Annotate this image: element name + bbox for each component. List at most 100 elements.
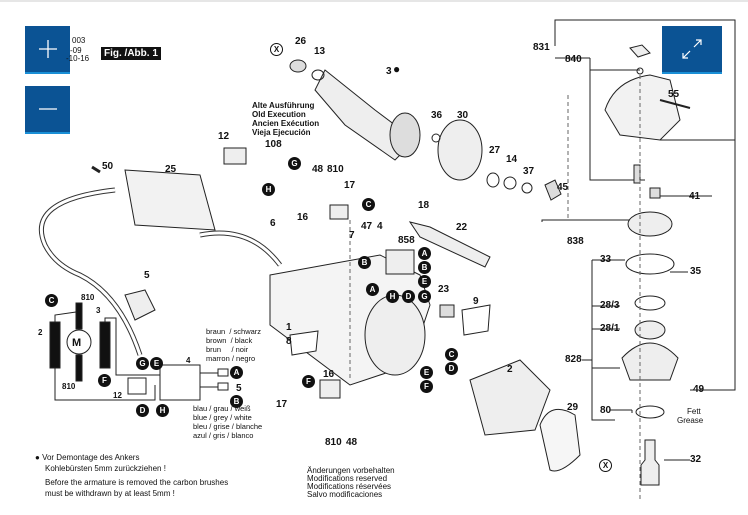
schematic-label: 12 [113,391,122,400]
part-label: 41 [689,191,701,202]
part-14 [503,176,517,190]
connector-badge-f: F [302,375,315,388]
part-label: 3 [386,66,392,77]
wire-color-top: brun / noir [206,345,249,354]
part-label: 36 [431,110,443,121]
zoom-in-button[interactable] [25,26,70,74]
part-50 [91,165,101,174]
part-label: 810 [325,437,342,448]
modifications-de: Änderungen vorbehalten [307,466,395,475]
part-label: 48 [312,164,324,175]
wire-color-bottom: blau / grau / weiß [193,404,251,413]
leader-828-bracket [591,260,615,421]
part-label: 1 [286,322,292,333]
part-label: 828 [565,354,582,365]
part-label: 29 [567,402,579,413]
part-label: 35 [690,266,702,277]
part-label: 12 [218,131,230,142]
minus-icon [38,108,57,110]
part-32 [640,439,660,486]
connector-badge-h: H [262,183,275,196]
part-label: 16 [323,369,335,380]
wire-color-bottom: blue / grey / white [193,413,252,422]
connector-badge-d: D [445,362,458,375]
expand-arrows-icon [682,39,702,59]
part-spring [636,67,644,75]
old-execution-en: Old Execution [252,110,306,119]
schematic-badge-g: G [136,357,149,370]
expand-fullscreen-button[interactable] [662,26,722,74]
part-label: 831 [533,42,550,53]
brush-warning-en-1: Before the armature is removed the carbo… [45,478,229,487]
part-28-3 [634,295,666,311]
brush-warning-bullet: ● [393,62,401,76]
part-label: 16 [297,212,309,223]
connector-badge-b: B [418,261,431,274]
part-label: 840 [565,54,582,65]
part-13 [311,69,325,81]
leader-840-bracket [589,58,645,181]
schematic-label: 4 [186,356,191,365]
part-label: 17 [344,180,356,191]
part-80 [635,405,665,419]
part-16 [319,379,341,399]
part-23 [439,304,455,318]
part-label: 32 [690,454,702,465]
connector-badge-x: X [270,43,283,56]
brush-warning-de-2: Kohlebürsten 5mm zurückziehen ! [45,464,166,473]
part-35 [625,253,675,275]
wire-color-top: marron / negro [206,354,256,363]
part-label: 22 [456,222,468,233]
part-label: 28/1 [600,323,620,334]
part-12 [223,147,247,165]
old-execution-es: Vieja Ejecución [252,128,311,137]
part-4-switch [385,249,415,275]
part-label: 7 [349,230,355,241]
part-label: 26 [295,36,307,47]
part-8 [289,330,319,356]
part-label: 858 [398,235,415,246]
part-26 [289,59,307,73]
old-execution-fr: Ancien Exécution [252,119,320,128]
part-label: 80 [600,405,612,416]
part-9 [461,304,491,336]
modifications-fr: Modifications réservées [307,482,392,491]
plus-icon [38,40,57,58]
doc-date-2: -10-16 [66,54,90,63]
old-execution-de: Alte Ausführung [252,101,315,110]
schematic-badge-a: A [230,366,243,379]
part-27 [486,172,500,188]
part-36 [431,133,441,143]
part-22 [408,221,491,268]
schematic-label: 3 [96,306,101,315]
part-gear-pinion [544,179,562,201]
schematic-badge-c: C [45,294,58,307]
part-5-plug [124,289,156,321]
brush-warning-en-2: must be withdrawn by at least 5mm ! [45,489,175,498]
part-label: 6 [270,218,276,229]
part-label: 838 [567,236,584,247]
part-label: 13 [314,46,326,57]
schematic-field-coil-right [99,321,111,369]
zoom-out-button[interactable] [25,86,70,134]
wire-color-bottom: azul / gris / blanco [193,431,254,440]
part-label: 30 [457,110,469,121]
part-label: 27 [489,145,501,156]
connector-badge-c: C [362,198,375,211]
schematic-badge-f: F [98,374,111,387]
wire-color-top: braun / schwarz [206,327,262,336]
connector-badge-g: G [418,290,431,303]
connector-badge-f: F [420,380,433,393]
part-label: 5 [144,270,150,281]
part-28-1 [634,320,666,340]
part-label: 49 [693,384,705,395]
schematic-field-coil-left [49,321,61,369]
part-29-guard [539,408,581,472]
part-label: 17 [276,399,288,410]
part-label: 18 [418,200,430,211]
grease-en: Grease [677,416,704,425]
connector-badge-c: C [445,348,458,361]
modifications-es: Salvo modificaciones [307,490,383,499]
leader-831 [554,19,736,391]
